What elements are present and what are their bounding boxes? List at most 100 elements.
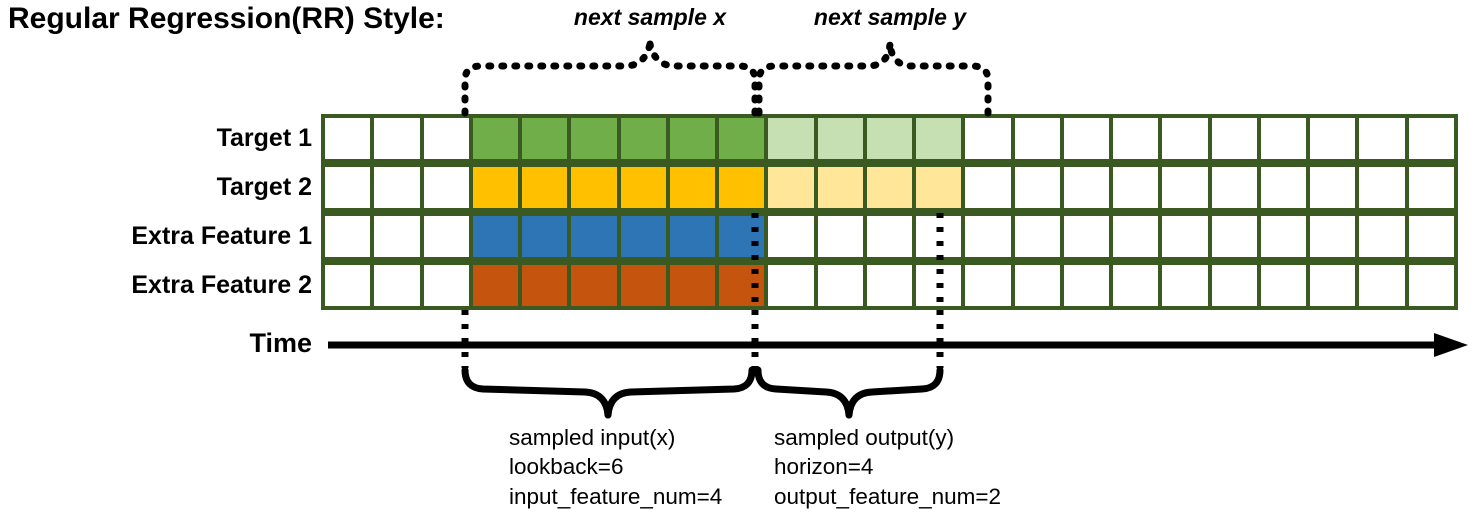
grid-cell xyxy=(522,167,568,208)
row-label-target-2: Target 2 xyxy=(216,173,312,201)
grid-cell xyxy=(1014,167,1060,208)
grid-cell xyxy=(522,216,568,257)
grid-cell xyxy=(1063,167,1110,208)
caption-next-sample-y: next sample y xyxy=(813,4,967,30)
grid-cell xyxy=(374,265,420,306)
grid-row-target-2 xyxy=(321,163,1458,212)
page-title: Regular Regression(RR) Style: xyxy=(8,2,445,35)
grid-cell xyxy=(817,265,863,306)
brace-sampled-input-right xyxy=(604,366,756,419)
grid-cell xyxy=(669,216,716,257)
grid-cell xyxy=(817,167,863,208)
grid-cell xyxy=(768,216,814,257)
grid-cell xyxy=(522,118,568,159)
note-sampled-input-line-3: input_feature_num=4 xyxy=(509,483,723,509)
grid-cell xyxy=(423,265,469,306)
grid-cell xyxy=(1359,167,1405,208)
grid-cell xyxy=(1359,118,1405,159)
grid-cell xyxy=(374,216,420,257)
grid-row-target-1 xyxy=(321,114,1458,163)
grid-cell xyxy=(1063,118,1110,159)
grid-cell xyxy=(325,216,371,257)
grid-cell xyxy=(1162,265,1208,306)
note-sampled-output-line-3: output_feature_num=2 xyxy=(774,483,1002,509)
grid-cell xyxy=(1359,216,1405,257)
grid-cell xyxy=(325,265,371,306)
grid-cell xyxy=(965,118,1011,159)
note-sampled-input: sampled input(x) lookback=6 input_featur… xyxy=(509,423,722,511)
grid-cell xyxy=(374,167,420,208)
grid-cell xyxy=(768,167,814,208)
grid-cell xyxy=(1014,216,1060,257)
grid-row-extra-feature-1 xyxy=(321,212,1458,261)
grid-cell xyxy=(1211,265,1257,306)
row-label-extra-feature-2: Extra Feature 2 xyxy=(131,271,312,299)
grid-cell xyxy=(916,216,962,257)
grid-cell xyxy=(472,118,519,159)
grid-cell xyxy=(1063,216,1110,257)
grid-cell xyxy=(669,167,716,208)
grid-cell xyxy=(1162,216,1208,257)
brace-next-sample-y-left xyxy=(755,40,894,117)
grid-cell xyxy=(866,265,913,306)
grid-cell xyxy=(1211,167,1257,208)
grid-cell xyxy=(1408,167,1454,208)
grid-cell xyxy=(472,167,519,208)
grid-cell xyxy=(620,265,666,306)
grid-cell xyxy=(1260,167,1307,208)
grid-cell xyxy=(1014,118,1060,159)
grid-cell xyxy=(965,167,1011,208)
grid-cell xyxy=(325,118,371,159)
row-label-extra-feature-1: Extra Feature 1 xyxy=(131,222,312,250)
time-axis-label: Time xyxy=(249,328,312,358)
grid-cell xyxy=(571,167,617,208)
grid-cell xyxy=(1113,216,1159,257)
grid-cell xyxy=(916,265,962,306)
grid-cell xyxy=(423,167,469,208)
brace-next-sample-x-right xyxy=(646,40,759,117)
grid-cell xyxy=(817,118,863,159)
grid-cell xyxy=(1162,167,1208,208)
grid-cell xyxy=(965,216,1011,257)
timeseries-grid xyxy=(321,114,1458,310)
grid-cell xyxy=(325,167,371,208)
grid-cell xyxy=(817,216,863,257)
brace-sampled-input-left xyxy=(461,366,612,419)
brace-sampled-output-right xyxy=(845,366,944,419)
grid-cell xyxy=(1014,265,1060,306)
grid-cell xyxy=(866,216,913,257)
grid-cell xyxy=(1162,118,1208,159)
note-sampled-input-line-1: sampled input(x) xyxy=(509,425,676,450)
grid-cell xyxy=(620,118,666,159)
grid-cell xyxy=(1310,216,1356,257)
brace-sampled-output-left xyxy=(754,366,853,419)
grid-cell xyxy=(1310,118,1356,159)
note-sampled-input-line-2: lookback=6 xyxy=(509,454,624,480)
grid-cell xyxy=(965,265,1011,306)
grid-cell xyxy=(719,167,765,208)
grid-cell xyxy=(916,118,962,159)
grid-cell xyxy=(1260,265,1307,306)
grid-cell xyxy=(374,118,420,159)
grid-cell xyxy=(620,167,666,208)
note-sampled-output-line-1: sampled output(y) xyxy=(774,425,955,450)
grid-cell xyxy=(669,118,716,159)
grid-cell xyxy=(1408,118,1454,159)
grid-cell xyxy=(472,216,519,257)
grid-cell xyxy=(571,265,617,306)
grid-cell xyxy=(669,265,716,306)
grid-cell xyxy=(1211,118,1257,159)
grid-cell xyxy=(1113,265,1159,306)
grid-cell xyxy=(768,265,814,306)
grid-cell xyxy=(571,118,617,159)
grid-cell xyxy=(1310,167,1356,208)
grid-cell xyxy=(1359,265,1405,306)
grid-cell xyxy=(423,216,469,257)
grid-cell xyxy=(1310,265,1356,306)
time-axis-arrow xyxy=(328,333,1468,357)
grid-cell xyxy=(1113,167,1159,208)
grid-cell xyxy=(866,167,913,208)
grid-cell xyxy=(1260,216,1307,257)
grid-cell xyxy=(1260,118,1307,159)
